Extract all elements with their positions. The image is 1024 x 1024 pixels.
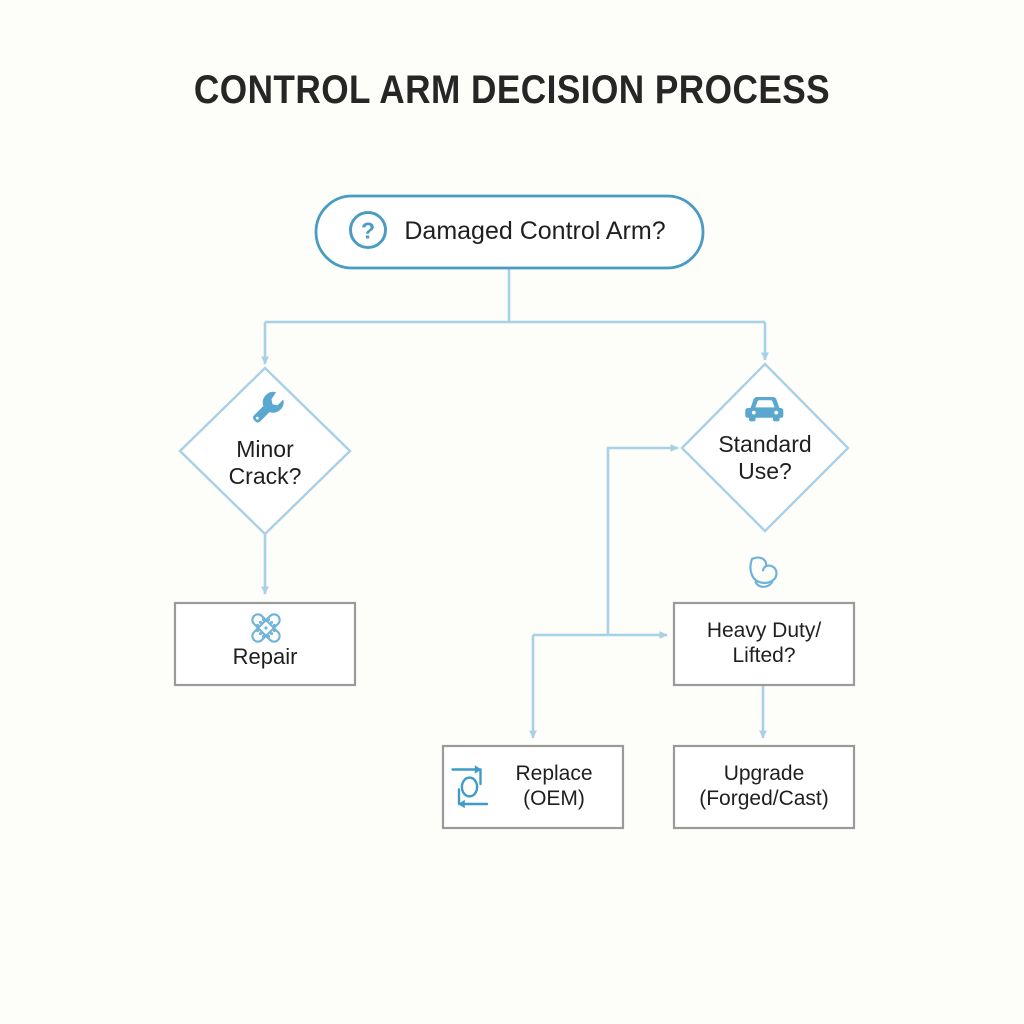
node-repair-shape[interactable] bbox=[173, 601, 357, 687]
node-minor-crack-shape[interactable] bbox=[178, 366, 352, 536]
node-heavy-duty-shape[interactable] bbox=[672, 601, 856, 687]
node-start-shape[interactable] bbox=[314, 194, 705, 270]
page-title: CONTROL ARM DECISION PROCESS bbox=[193, 68, 831, 112]
node-replace-oem-shape[interactable] bbox=[441, 744, 625, 830]
node-upgrade-shape[interactable] bbox=[672, 744, 856, 830]
node-standard-use-shape[interactable] bbox=[680, 362, 850, 533]
edge-standard-use-inbound-elbow bbox=[606, 444, 679, 635]
